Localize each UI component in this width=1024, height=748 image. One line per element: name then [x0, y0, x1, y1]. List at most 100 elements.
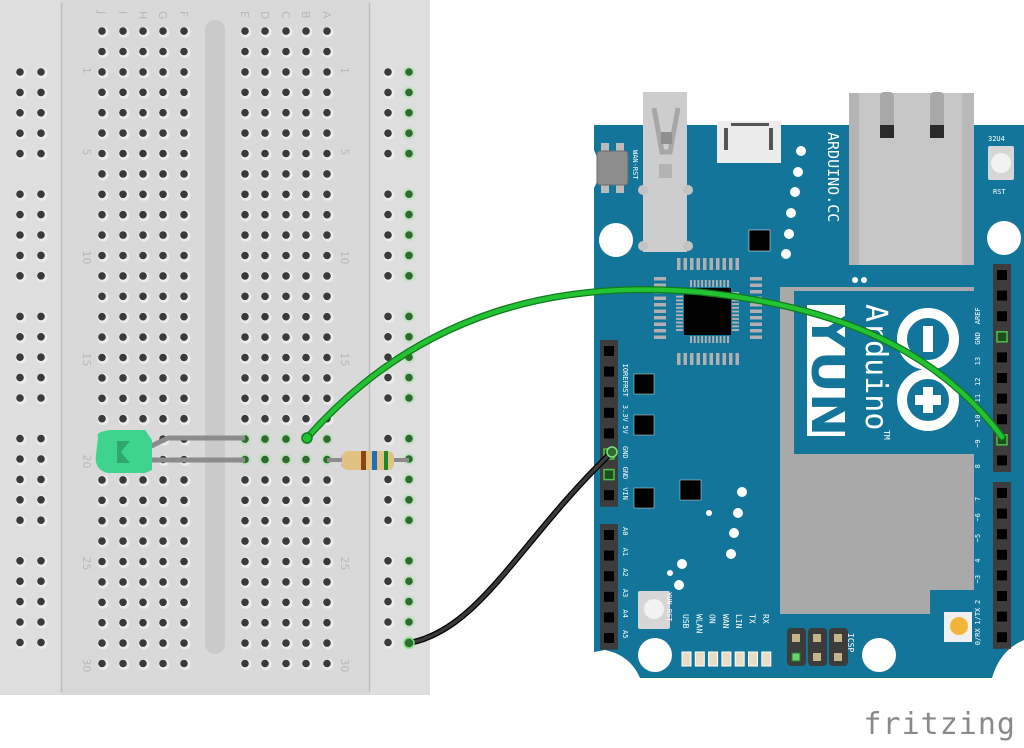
breadboard-hole-connected[interactable]: [258, 452, 272, 467]
header-pin[interactable]: [997, 311, 1007, 322]
breadboard-hole[interactable]: [322, 47, 334, 58]
breadboard-hole[interactable]: [240, 47, 252, 58]
breadboard-hole[interactable]: [118, 495, 130, 507]
breadboard-hole-connected[interactable]: [402, 65, 416, 79]
breadboard-hole[interactable]: [138, 577, 150, 589]
breadboard-hole[interactable]: [118, 332, 130, 344]
icsp-pin[interactable]: [834, 634, 842, 642]
breadboard-hole[interactable]: [36, 87, 48, 99]
breadboard-hole[interactable]: [383, 393, 395, 405]
green-led[interactable]: [95, 430, 245, 473]
breadboard-hole[interactable]: [36, 128, 48, 140]
breadboard-hole[interactable]: [301, 67, 313, 79]
breadboard-hole[interactable]: [179, 495, 191, 507]
breadboard-hole-connected[interactable]: [279, 452, 293, 467]
breadboard-hole[interactable]: [15, 556, 27, 568]
breadboard-hole[interactable]: [36, 189, 48, 201]
signal-wire[interactable]: [304, 287, 1005, 441]
header-pin[interactable]: [997, 270, 1007, 280]
breadboard-hole-connected[interactable]: [402, 309, 416, 324]
breadboard-hole[interactable]: [383, 434, 395, 446]
breadboard-hole[interactable]: [240, 557, 252, 568]
breadboard-hole[interactable]: [15, 108, 27, 120]
breadboard-hole[interactable]: [240, 271, 252, 283]
breadboard-hole[interactable]: [158, 47, 170, 58]
breadboard-hole[interactable]: [301, 47, 313, 58]
breadboard-hole[interactable]: [138, 516, 150, 528]
breadboard-hole[interactable]: [260, 414, 272, 426]
breadboard-hole[interactable]: [301, 169, 313, 181]
header-pin[interactable]: [997, 290, 1007, 301]
breadboard-hole[interactable]: [383, 108, 395, 120]
breadboard-hole-connected[interactable]: [402, 329, 416, 344]
header-pin[interactable]: [604, 550, 614, 561]
breadboard-hole[interactable]: [118, 516, 130, 528]
breadboard-hole[interactable]: [158, 312, 170, 324]
breadboard-hole[interactable]: [138, 149, 150, 160]
breadboard-hole[interactable]: [240, 332, 252, 344]
breadboard-hole[interactable]: [179, 251, 191, 262]
breadboard-hole[interactable]: [260, 393, 272, 405]
breadboard-hole[interactable]: [281, 271, 293, 283]
ground-wire-end[interactable]: [606, 446, 618, 458]
breadboard-hole[interactable]: [301, 251, 313, 262]
breadboard-hole[interactable]: [97, 67, 109, 79]
breadboard-hole-connected[interactable]: [402, 207, 416, 222]
breadboard-hole[interactable]: [322, 108, 334, 120]
breadboard-hole[interactable]: [281, 536, 293, 548]
breadboard-hole[interactable]: [138, 189, 150, 201]
breadboard-hole[interactable]: [118, 373, 130, 385]
breadboard-hole[interactable]: [383, 250, 395, 262]
breadboard-hole[interactable]: [301, 128, 313, 140]
breadboard-hole[interactable]: [118, 87, 130, 99]
breadboard-hole-connected[interactable]: [402, 391, 416, 405]
breadboard-hole[interactable]: [97, 516, 109, 528]
breadboard-hole[interactable]: [240, 189, 252, 201]
breadboard-hole[interactable]: [179, 393, 191, 405]
breadboard-hole[interactable]: [15, 352, 27, 364]
breadboard-hole[interactable]: [36, 373, 48, 385]
breadboard-hole[interactable]: [138, 332, 150, 344]
breadboard-hole[interactable]: [158, 638, 170, 650]
breadboard-hole[interactable]: [322, 597, 334, 609]
breadboard-hole[interactable]: [138, 475, 150, 487]
breadboard-hole[interactable]: [158, 393, 170, 405]
breadboard-hole[interactable]: [138, 169, 150, 181]
breadboard-hole[interactable]: [158, 230, 170, 242]
breadboard-hole[interactable]: [118, 108, 130, 120]
header-pin[interactable]: [604, 366, 614, 377]
breadboard-hole[interactable]: [281, 26, 293, 38]
breadboard-hole[interactable]: [322, 230, 334, 242]
breadboard-hole[interactable]: [260, 659, 272, 670]
breadboard-hole[interactable]: [260, 536, 272, 548]
breadboard-hole[interactable]: [281, 638, 293, 650]
breadboard-hole[interactable]: [260, 149, 272, 160]
breadboard-hole[interactable]: [301, 230, 313, 242]
breadboard-hole[interactable]: [36, 454, 48, 466]
breadboard-hole[interactable]: [260, 108, 272, 120]
icsp-pin[interactable]: [792, 634, 800, 642]
breadboard-hole[interactable]: [138, 47, 150, 58]
breadboard-hole[interactable]: [97, 230, 109, 242]
breadboard-hole[interactable]: [158, 618, 170, 630]
breadboard-hole[interactable]: [36, 474, 48, 486]
breadboard-hole[interactable]: [15, 576, 27, 588]
breadboard-hole[interactable]: [179, 108, 191, 120]
breadboard-hole[interactable]: [179, 67, 191, 79]
breadboard-hole[interactable]: [383, 637, 395, 649]
header-pin[interactable]: [604, 346, 614, 356]
breadboard-hole-connected[interactable]: [402, 228, 416, 242]
breadboard-hole[interactable]: [240, 108, 252, 120]
breadboard-hole[interactable]: [281, 189, 293, 201]
breadboard-hole[interactable]: [179, 189, 191, 201]
header-pin[interactable]: [997, 591, 1007, 601]
breadboard-hole[interactable]: [281, 495, 293, 507]
breadboard-hole[interactable]: [301, 210, 313, 222]
breadboard-hole[interactable]: [383, 271, 395, 283]
breadboard-hole-connected[interactable]: [402, 594, 416, 609]
breadboard-hole[interactable]: [15, 434, 27, 446]
breadboard-hole[interactable]: [322, 557, 334, 568]
breadboard-hole[interactable]: [322, 210, 334, 222]
header-pin[interactable]: [604, 407, 614, 418]
breadboard-hole[interactable]: [322, 67, 334, 79]
